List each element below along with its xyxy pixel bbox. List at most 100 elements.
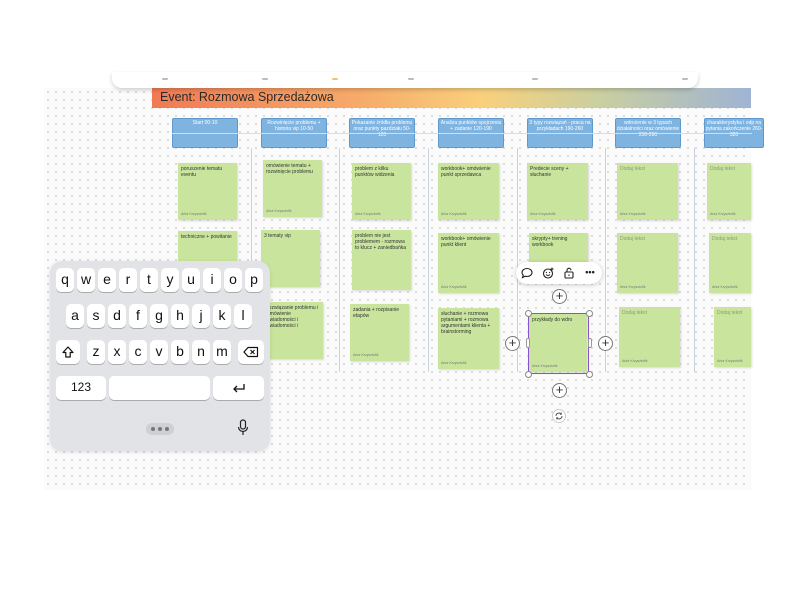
key-i[interactable]: i	[203, 268, 221, 292]
more-icon[interactable]: •••	[585, 267, 595, 277]
sticky-note[interactable]: omówienie tematu + rozwinięcie problemu …	[263, 160, 322, 217]
key-p[interactable]: p	[245, 268, 263, 292]
sticky-text[interactable]: przykłady do wdro	[532, 317, 573, 323]
sticky-note[interactable]: workbook+ omówienie punkt sprzedawca Art…	[438, 163, 499, 220]
keyboard-handle[interactable]	[146, 423, 174, 435]
sticky-note[interactable]: problem nie jest problemem - rozmowa to …	[352, 230, 411, 290]
sticky-text: Dodaj tekst	[620, 236, 646, 242]
sticky-note[interactable]: Dodaj tekst Artur Krzysztofik	[617, 233, 678, 293]
add-right-button[interactable]: +	[598, 336, 613, 351]
key-m[interactable]: m	[213, 340, 231, 364]
key-h[interactable]: h	[171, 304, 189, 328]
sticky-text: poruszenie tematu eventu	[181, 166, 223, 178]
sticky-text: omówienie tematu + rozwinięcie problemu	[266, 163, 313, 175]
sticky-text: Dodaj tekst	[620, 166, 646, 172]
sticky-text: techniczne + powitanie	[181, 234, 232, 240]
resize-handle[interactable]	[525, 310, 532, 317]
key-a[interactable]: a	[66, 304, 84, 328]
toolbar-item[interactable]	[532, 78, 538, 80]
key-n[interactable]: n	[192, 340, 210, 364]
sticky-text: Dodaj tekst	[710, 166, 736, 172]
key-k[interactable]: k	[213, 304, 231, 328]
on-screen-keyboard: q w e r t y u i o p a s d f g h j k l z …	[50, 261, 270, 451]
sticky-text: słuchanie + rozmowa pytaniami + rozmowa …	[441, 311, 491, 335]
key-d[interactable]: d	[108, 304, 126, 328]
sticky-context-toolbar: •••	[516, 262, 602, 284]
sticky-note[interactable]: Predecie sceny + słuchanie Artur Krzyszt…	[527, 163, 588, 220]
toolbar-item[interactable]	[162, 78, 168, 80]
add-below-button[interactable]: +	[552, 383, 567, 398]
sticky-note[interactable]: zadania + rozpisanie etapów Artur Krzysz…	[350, 304, 409, 361]
shift-icon[interactable]	[56, 340, 80, 364]
microphone-icon[interactable]	[236, 418, 250, 438]
key-o[interactable]: o	[224, 268, 242, 292]
top-toolbar[interactable]	[112, 72, 698, 88]
sticky-author: Artur Krzysztofik	[620, 285, 646, 289]
sticky-text: workbook+ omówienie punkt sprzedawca	[441, 166, 491, 178]
sticky-author: Artur Krzysztofik	[620, 212, 646, 216]
sticky-author: Artur Krzysztofik	[181, 212, 207, 216]
sticky-note[interactable]: Dodaj tekst Artur Krzysztofik	[619, 307, 680, 367]
key-l[interactable]: l	[234, 304, 252, 328]
resize-handle[interactable]	[586, 310, 593, 317]
key-y[interactable]: y	[161, 268, 179, 292]
key-x[interactable]: x	[108, 340, 126, 364]
sticky-text: problem z kilku punktów widzenia	[355, 166, 395, 178]
sticky-note[interactable]: poruszenie tematu eventu Artur Krzysztof…	[178, 163, 237, 220]
lock-icon[interactable]	[562, 266, 576, 280]
resize-handle[interactable]	[586, 371, 593, 378]
column-divider	[339, 148, 340, 372]
whiteboard-canvas[interactable]: Event: Rozmowa Sprzedażowa Start 00-10 R…	[44, 88, 764, 490]
toolbar-item[interactable]	[332, 78, 338, 80]
space-key[interactable]	[109, 376, 210, 400]
key-q[interactable]: q	[56, 268, 74, 292]
selection-frame[interactable]	[528, 313, 589, 374]
emoji-icon[interactable]	[541, 266, 555, 280]
key-r[interactable]: r	[119, 268, 137, 292]
sticky-note[interactable]: rozwiązanie problemu i omówienie świadom…	[264, 302, 323, 359]
sticky-author: Artur Krzysztofik	[355, 212, 381, 216]
sticky-text: Dodaj tekst	[622, 310, 648, 316]
sticky-text: Predecie sceny + słuchanie	[530, 166, 569, 178]
column-divider	[251, 148, 252, 372]
comment-icon[interactable]	[520, 266, 534, 280]
toolbar-item[interactable]	[682, 78, 688, 80]
numbers-key[interactable]: 123	[56, 376, 106, 400]
key-w[interactable]: w	[77, 268, 95, 292]
key-u[interactable]: u	[182, 268, 200, 292]
sticky-note[interactable]: Dodaj tekst Artur Krzysztofik	[714, 307, 751, 367]
connector-line	[172, 133, 752, 134]
add-above-button[interactable]: +	[552, 289, 567, 304]
sticky-note[interactable]: problem z kilku punktów widzenia Artur K…	[352, 163, 411, 220]
backspace-icon[interactable]	[238, 340, 264, 364]
key-s[interactable]: s	[87, 304, 105, 328]
sticky-author: Artur Krzysztofik	[441, 285, 467, 289]
key-j[interactable]: j	[192, 304, 210, 328]
key-z[interactable]: z	[87, 340, 105, 364]
column-divider	[428, 148, 429, 372]
sticky-note[interactable]: słuchanie + rozmowa pytaniami + rozmowa …	[438, 308, 499, 369]
sticky-note[interactable]: Dodaj tekst Artur Krzysztofik	[709, 233, 751, 293]
key-e[interactable]: e	[98, 268, 116, 292]
key-v[interactable]: v	[150, 340, 168, 364]
sticky-note[interactable]: Dodaj tekst Artur Krzysztofik	[707, 163, 751, 220]
key-c[interactable]: c	[129, 340, 147, 364]
sticky-note[interactable]: Dodaj tekst Artur Krzysztofik	[617, 163, 678, 220]
toolbar-item[interactable]	[262, 78, 268, 80]
toolbar-item[interactable]	[408, 78, 414, 80]
sticky-text: zadania + rozpisanie etapów	[353, 307, 400, 319]
sticky-note[interactable]: workbook+ omówienie punkt klient Artur K…	[438, 233, 499, 293]
resize-handle[interactable]	[525, 371, 532, 378]
add-left-button[interactable]: +	[505, 336, 520, 351]
resize-handle[interactable]	[588, 338, 592, 348]
rotate-icon[interactable]	[552, 409, 566, 423]
resize-handle[interactable]	[526, 338, 530, 348]
key-f[interactable]: f	[129, 304, 147, 328]
sticky-note[interactable]: 3 tematy vip	[261, 230, 320, 287]
return-icon[interactable]	[213, 376, 264, 400]
key-g[interactable]: g	[150, 304, 168, 328]
key-b[interactable]: b	[171, 340, 189, 364]
key-t[interactable]: t	[140, 268, 158, 292]
column-divider	[605, 148, 606, 372]
sticky-note-selected[interactable]: przykłady do wdro Artur Krzysztofik	[529, 314, 587, 372]
